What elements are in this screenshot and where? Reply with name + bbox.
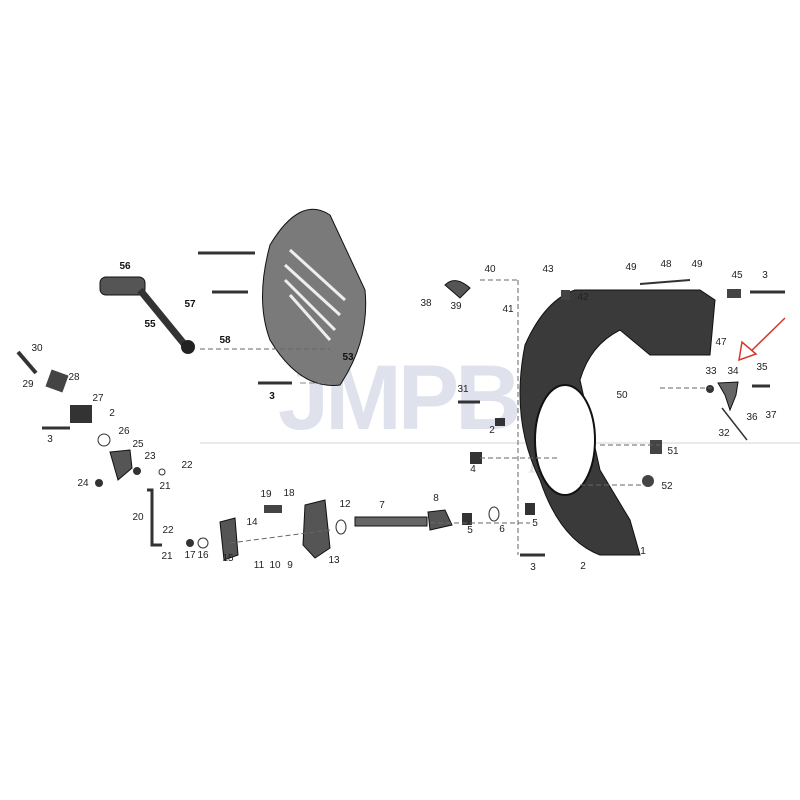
callout-label: 31: [457, 384, 469, 395]
callout-label: 15: [222, 553, 234, 564]
callout-label: 40: [484, 264, 496, 275]
callout-label: 21: [161, 551, 173, 562]
callout-label: 28: [68, 372, 80, 383]
callout-label: 32: [718, 428, 730, 439]
part-8: [427, 509, 453, 531]
callout-label: 3: [762, 270, 768, 281]
callout-label: 37: [765, 410, 777, 421]
callout-label: 38: [420, 298, 432, 309]
callout-label: 51: [667, 446, 679, 457]
callout-label: 30: [31, 343, 43, 354]
callout-label: 5: [532, 518, 538, 529]
kickstart-arm-part: [137, 287, 188, 348]
callout-label: 10: [269, 560, 281, 571]
callout-label: 27: [92, 393, 104, 404]
callout-label: 18: [283, 488, 295, 499]
callout-label: 14: [246, 517, 258, 528]
callout-label: 16: [197, 550, 209, 561]
shaft-7-part: [354, 516, 428, 527]
callout-label: 12: [339, 499, 351, 510]
callout-label: 1: [640, 546, 646, 557]
crankcase-bore: [534, 384, 596, 496]
callout-label: 17: [184, 550, 196, 561]
callout-label: 43: [542, 264, 554, 275]
callout-label: 56: [119, 261, 131, 272]
callout-label: 35: [756, 362, 768, 373]
callout-label: 21: [159, 481, 171, 492]
callout-label: 45: [731, 270, 743, 281]
lever-25-part: [109, 449, 133, 481]
callout-label: 11: [253, 560, 265, 571]
callout-label: 2: [109, 408, 115, 419]
cover-fins: [283, 248, 347, 341]
callout-label: 6: [499, 524, 505, 535]
callout-label: 52: [661, 481, 673, 492]
callout-label: 9: [287, 560, 293, 571]
highlight-arrow: [738, 317, 786, 362]
callout-label: 2: [489, 425, 495, 436]
rod-20-part: [147, 488, 162, 547]
callout-label: 49: [625, 262, 637, 273]
callout-label: 3: [47, 434, 53, 445]
callout-label: 26: [118, 426, 130, 437]
callout-label: 48: [660, 259, 672, 270]
bracket-28-part: [45, 369, 69, 393]
callout-label: 23: [144, 451, 156, 462]
callout-label: 24: [77, 478, 89, 489]
bracket-13-part: [302, 499, 331, 559]
callout-label: 13: [328, 555, 340, 566]
lever-34-part: [717, 381, 739, 412]
callout-label: 4: [470, 464, 476, 475]
callout-label: 22: [181, 460, 193, 471]
callout-label: 5: [467, 525, 473, 536]
kickstart-hub-part: [181, 340, 195, 354]
callout-label: 2: [580, 561, 586, 572]
callout-label: 8: [433, 493, 439, 504]
callout-label: 55: [144, 319, 156, 330]
callout-label: 53: [342, 352, 354, 363]
callout-label: 42: [577, 292, 589, 303]
callout-label: 25: [132, 439, 144, 450]
callout-label: 33: [705, 366, 717, 377]
callout-label: 57: [184, 299, 196, 310]
engine-cover-part: [262, 208, 367, 386]
callout-label: 22: [162, 525, 174, 536]
callout-label: 3: [269, 391, 275, 402]
callout-label: 39: [450, 301, 462, 312]
callout-label: 20: [132, 512, 144, 523]
callout-label: 50: [616, 390, 628, 401]
kickstart-pedal-part: [99, 276, 146, 296]
callout-label: 34: [727, 366, 739, 377]
callout-label: 49: [691, 259, 703, 270]
callout-label: 47: [715, 337, 727, 348]
callout-label: 3: [530, 562, 536, 573]
plate-15-part: [219, 517, 239, 561]
housing-27-part: [70, 405, 92, 423]
callout-label: 36: [746, 412, 758, 423]
callout-label: 19: [260, 489, 272, 500]
callout-label: 29: [22, 379, 34, 390]
callout-label: 41: [502, 304, 514, 315]
callout-label: 7: [379, 500, 385, 511]
callout-label: 58: [219, 335, 231, 346]
